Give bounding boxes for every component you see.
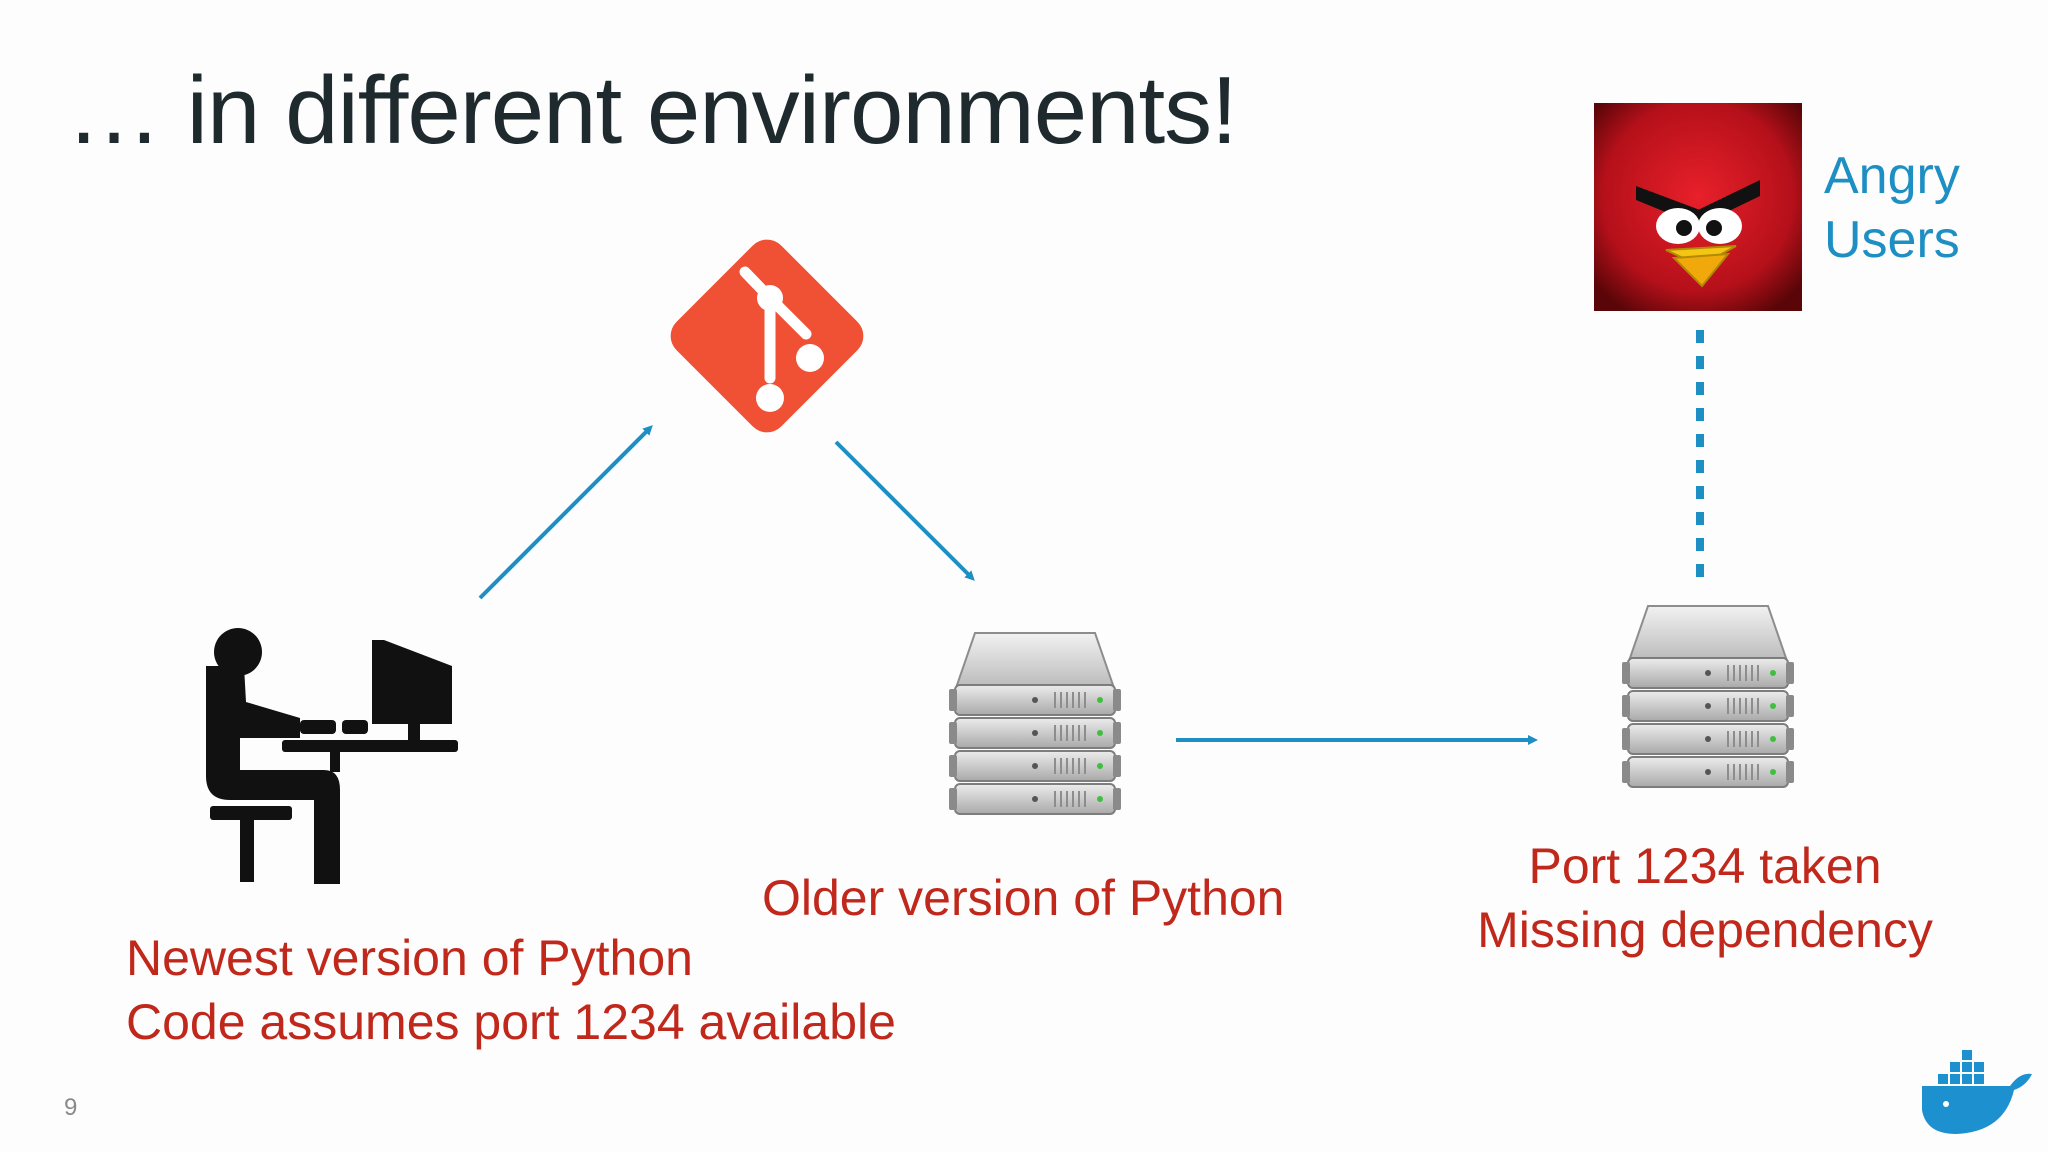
server-stack-icon <box>948 632 1122 815</box>
production-environment-notes: Port 1234 taken Missing dependency <box>1460 834 1950 962</box>
docker-whale-icon <box>1922 1050 2032 1134</box>
git-logo-icon <box>670 239 864 433</box>
caption-line: Port 1234 taken <box>1528 838 1882 894</box>
label-line: Angry <box>1824 147 1960 205</box>
angry-users-label: Angry Users <box>1824 144 1960 272</box>
developer-at-computer-icon <box>206 628 458 884</box>
angry-bird-icon <box>1594 103 1802 311</box>
arrow-developer-to-repository <box>478 425 653 600</box>
slide-title: … in different environments! <box>66 57 1238 164</box>
caption-line: Newest version of Python <box>126 930 693 986</box>
label-line: Users <box>1824 211 1960 269</box>
page-number: 9 <box>64 1094 78 1121</box>
server-stack-icon <box>1621 605 1795 788</box>
caption-line: Code assumes port 1234 available <box>126 994 896 1050</box>
arrow-repository-to-staging <box>834 440 975 581</box>
caption-line: Missing dependency <box>1477 902 1933 958</box>
caption-line: Older version of Python <box>762 870 1285 926</box>
developer-environment-notes: Newest version of Python Code assumes po… <box>126 926 896 1054</box>
staging-environment-notes: Older version of Python <box>762 866 1285 930</box>
